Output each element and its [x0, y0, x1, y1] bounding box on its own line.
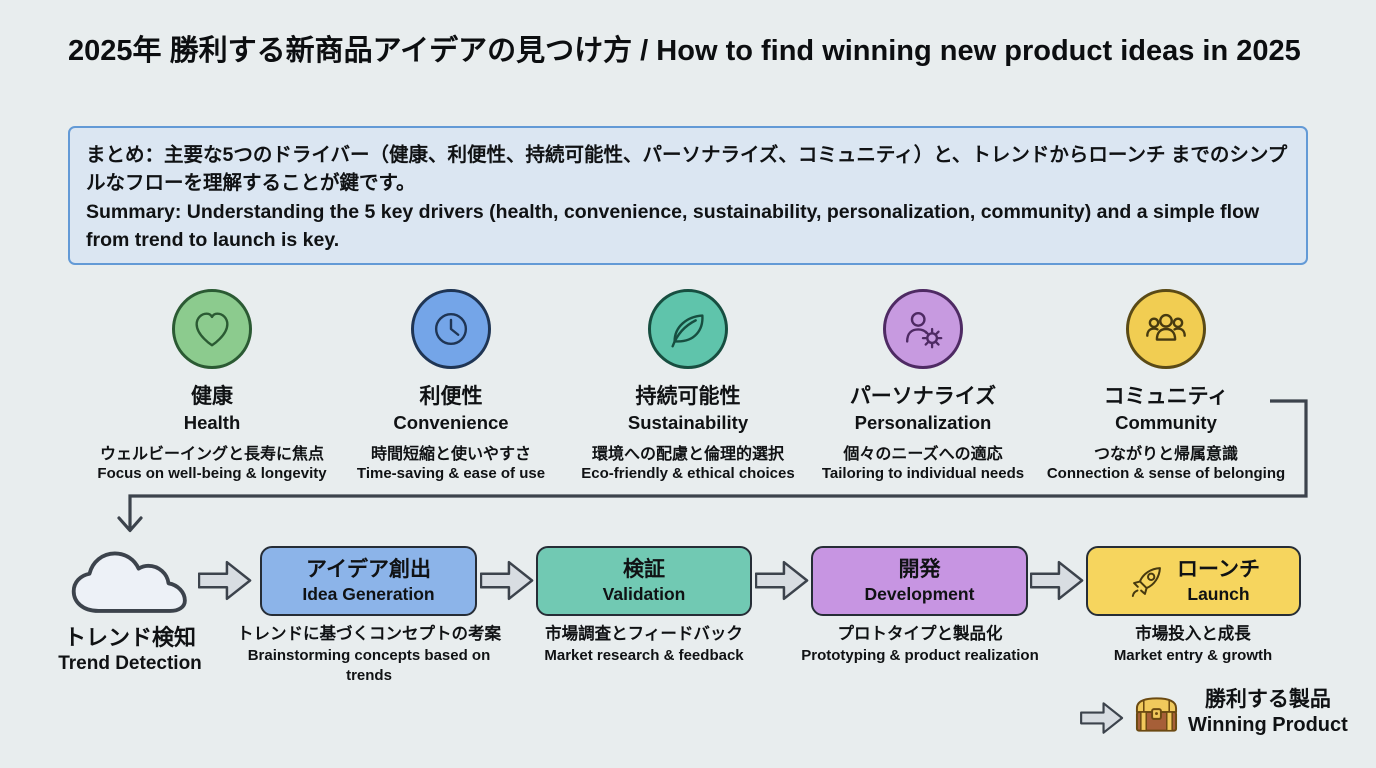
trend-label-jp: トレンド検知 — [63, 625, 196, 650]
flow-arrow-icon — [755, 559, 809, 602]
convenience-circle — [411, 289, 491, 369]
flow-arrow-icon — [480, 559, 534, 602]
driver-desc-jp: 環境への配慮と倫理的選択 — [591, 446, 784, 463]
step-desc-en: Prototyping & product realization — [801, 646, 1039, 664]
driver-desc-en: Eco-friendly & ethical choices — [581, 465, 795, 482]
step-desc-en: Market research & feedback — [544, 646, 744, 664]
step-title-jp: アイデア創出 — [306, 557, 431, 581]
driver-sustainability: 持続可能性 Sustainability 環境への配慮と倫理的選択 Eco-fr… — [557, 289, 819, 482]
trend-label-en: Trend Detection — [58, 653, 202, 674]
cloud-icon — [64, 541, 194, 620]
step-desc-jp: トレンドに基づくコンセプトの考案 — [237, 625, 501, 643]
driver-convenience: 利便性 Convenience 時間短縮と使いやすさ Time-saving &… — [321, 289, 581, 482]
driver-desc-jp: 時間短縮と使いやすさ — [370, 446, 531, 463]
step-desc-en: Brainstorming concepts based on trends — [247, 646, 491, 684]
sustainability-circle — [648, 289, 728, 369]
people-icon — [1143, 306, 1189, 352]
personalization-circle — [883, 289, 963, 369]
step-development: 開発 Development — [811, 546, 1028, 616]
driver-name-en: Sustainability — [627, 412, 749, 433]
driver-community: コミュニティ Community つながりと帰属意識 Connection & … — [1021, 289, 1311, 482]
flow-arrow-icon — [1030, 559, 1084, 602]
driver-name-jp: 健康 — [191, 385, 233, 408]
driver-name-jp: パーソナライズ — [849, 385, 997, 408]
summary-text-en: Summary: Understanding the 5 key drivers… — [86, 200, 1260, 251]
summary-text-jp: まとめ：主要な5つのドライバー（健康、利便性、持続可能性、パーソナライズ、コミュ… — [86, 144, 1288, 195]
driver-desc-en: Tailoring to individual needs — [821, 465, 1025, 482]
step-title-en: Idea Generation — [302, 584, 435, 604]
step-title-en: Development — [864, 584, 975, 604]
step-desc-jp: 市場調査とフィードバック — [545, 625, 743, 643]
step-title-jp: 検証 — [623, 557, 665, 581]
person-gear-icon — [900, 306, 946, 352]
step-title-en: Launch — [1187, 584, 1250, 604]
trend-detection-node — [64, 541, 194, 620]
summary-box: まとめ：主要な5つのドライバー（健康、利便性、持続可能性、パーソナライズ、コミュ… — [68, 126, 1308, 265]
driver-name-en: Personalization — [854, 412, 992, 433]
page-title: 2025年 勝利する新商品アイデアの見つけ方 / How to find win… — [68, 35, 1301, 67]
driver-desc-en: Focus on well-being & longevity — [97, 465, 327, 482]
step-title-jp: 開発 — [898, 557, 941, 581]
driver-name-en: Community — [1115, 412, 1217, 433]
rocket-icon — [1127, 561, 1167, 601]
step-desc-launch: 市場投入と成長 Market entry & growth — [1063, 624, 1323, 666]
driver-name-jp: 持続可能性 — [635, 385, 741, 408]
flow-arrow-icon — [198, 559, 252, 602]
driver-name-en: Convenience — [393, 412, 509, 433]
step-desc-development: プロトタイプと製品化 Prototyping & product realiza… — [769, 624, 1071, 666]
result-arrow-icon — [1080, 701, 1124, 735]
driver-desc-jp: ウェルビーイングと長寿に焦点 — [99, 446, 324, 463]
community-circle — [1126, 289, 1206, 369]
driver-desc-en: Time-saving & ease of use — [356, 465, 546, 482]
step-desc-validation: 市場調査とフィードバック Market research & feedback — [499, 624, 789, 666]
driver-name-jp: コミュニティ — [1103, 385, 1229, 408]
winning-label-en: Winning Product — [1188, 714, 1348, 737]
driver-name-jp: 利便性 — [419, 385, 483, 408]
leaf-icon — [665, 306, 711, 352]
driver-health: 健康 Health ウェルビーイングと長寿に焦点 Focus on well-b… — [82, 289, 342, 482]
driver-name-en: Health — [183, 412, 241, 433]
step-desc-idea-generation: トレンドに基づくコンセプトの考案 Brainstorming concepts … — [223, 624, 515, 685]
step-title-en: Validation — [602, 584, 686, 604]
trend-detection-label: トレンド検知 Trend Detection — [18, 620, 242, 675]
driver-desc-en: Connection & sense of belonging — [1046, 465, 1286, 482]
step-desc-jp: プロトタイプと製品化 — [837, 625, 1003, 643]
step-desc-jp: 市場投入と成長 — [1135, 625, 1251, 643]
winning-product: 勝利する製品 Winning Product — [1080, 688, 1348, 737]
step-title-jp: ローンチ — [1177, 557, 1260, 581]
health-circle — [172, 289, 252, 369]
step-launch: ローンチ Launch — [1086, 546, 1301, 616]
driver-personalization: パーソナライズ Personalization 個々のニーズへの適応 Tailo… — [788, 289, 1058, 482]
treasure-chest-icon — [1134, 695, 1179, 735]
driver-desc-jp: つながりと帰属意識 — [1093, 446, 1238, 463]
step-desc-en: Market entry & growth — [1113, 646, 1273, 664]
winning-product-label: 勝利する製品 Winning Product — [1188, 688, 1348, 737]
heart-icon — [189, 306, 235, 352]
step-idea-generation: アイデア創出 Idea Generation — [260, 546, 477, 616]
step-validation: 検証 Validation — [536, 546, 752, 616]
driver-desc-jp: 個々のニーズへの適応 — [843, 446, 1003, 463]
winning-label-jp: 勝利する製品 — [1204, 688, 1331, 711]
clock-icon — [428, 306, 474, 352]
